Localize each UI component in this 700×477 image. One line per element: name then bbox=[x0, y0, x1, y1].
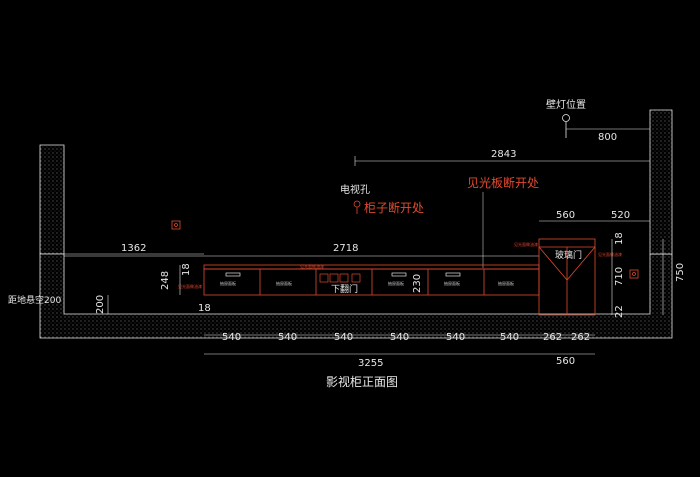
dim-800: 800 bbox=[598, 132, 617, 143]
dim-2718: 2718 bbox=[333, 243, 358, 254]
dim-18-right: 18 bbox=[614, 232, 625, 245]
glass-door-cabinet bbox=[538, 238, 596, 316]
light-panel-break-label: 见光板断开处 bbox=[467, 175, 539, 190]
floor-slab bbox=[39, 253, 673, 339]
socket-icon bbox=[319, 273, 361, 283]
dim-262: 262 bbox=[543, 332, 562, 343]
light-panel-right-note: 见光面做油漆 bbox=[598, 251, 622, 257]
wall-lamp-icon bbox=[562, 114, 570, 138]
light-panel-paint-note: 见光面做油漆 bbox=[300, 263, 324, 269]
dim-540: 540 bbox=[334, 332, 353, 343]
drawer-label: 抽屉面板 bbox=[498, 280, 514, 286]
dim-18-bottom: 18 bbox=[198, 303, 211, 314]
dim-262: 262 bbox=[571, 332, 590, 343]
flip-door-label: 下翻门 bbox=[331, 283, 358, 295]
dim-18-left: 18 bbox=[181, 263, 192, 276]
dim-520: 520 bbox=[611, 210, 630, 221]
dim-1362: 1362 bbox=[121, 243, 146, 254]
dim-22: 22 bbox=[614, 305, 625, 318]
dim-750: 750 bbox=[675, 263, 686, 282]
dim-3255: 3255 bbox=[358, 358, 383, 369]
tv-hole-label: 电视孔 bbox=[340, 183, 370, 196]
dim-248: 248 bbox=[160, 271, 171, 290]
dim-200: 200 bbox=[95, 295, 106, 314]
light-panel-paint-note-2: 见光面做油漆 bbox=[514, 241, 538, 247]
left-wall bbox=[39, 144, 65, 255]
wall-section bbox=[39, 109, 673, 339]
drawer-label: 抽屉面板 bbox=[444, 280, 460, 286]
dim-540: 540 bbox=[278, 332, 297, 343]
dim-560-bottom: 560 bbox=[556, 356, 575, 367]
light-panel-side-note: 见光面做油漆 bbox=[178, 283, 202, 289]
socket-icon bbox=[171, 220, 181, 230]
dim-540: 540 bbox=[446, 332, 465, 343]
drawer-label: 抽屉面板 bbox=[220, 280, 236, 286]
socket-icon bbox=[629, 269, 639, 279]
dim-540: 540 bbox=[390, 332, 409, 343]
dim-230: 230 bbox=[412, 274, 423, 293]
dim-2843: 2843 bbox=[491, 149, 516, 160]
drawer-handles bbox=[225, 272, 461, 277]
glass-door-label: 玻璃门 bbox=[555, 249, 582, 261]
drawing-title: 影视柜正面图 bbox=[326, 374, 398, 389]
low-cabinet bbox=[203, 264, 540, 296]
floor-offset-label: 距地悬空200 bbox=[8, 294, 61, 306]
dim-540: 540 bbox=[500, 332, 519, 343]
drawer-label: 抽屉面板 bbox=[388, 280, 404, 286]
dim-710: 710 bbox=[614, 267, 625, 286]
tv-hole-icon bbox=[353, 200, 361, 214]
wall-lamp-label: 壁灯位置 bbox=[546, 98, 586, 111]
drawer-label: 抽屉面板 bbox=[276, 280, 292, 286]
cabinet-break-label: 柜子断开处 bbox=[364, 200, 424, 215]
right-wall bbox=[649, 109, 673, 255]
dim-560-top: 560 bbox=[556, 210, 575, 221]
dim-540: 540 bbox=[222, 332, 241, 343]
